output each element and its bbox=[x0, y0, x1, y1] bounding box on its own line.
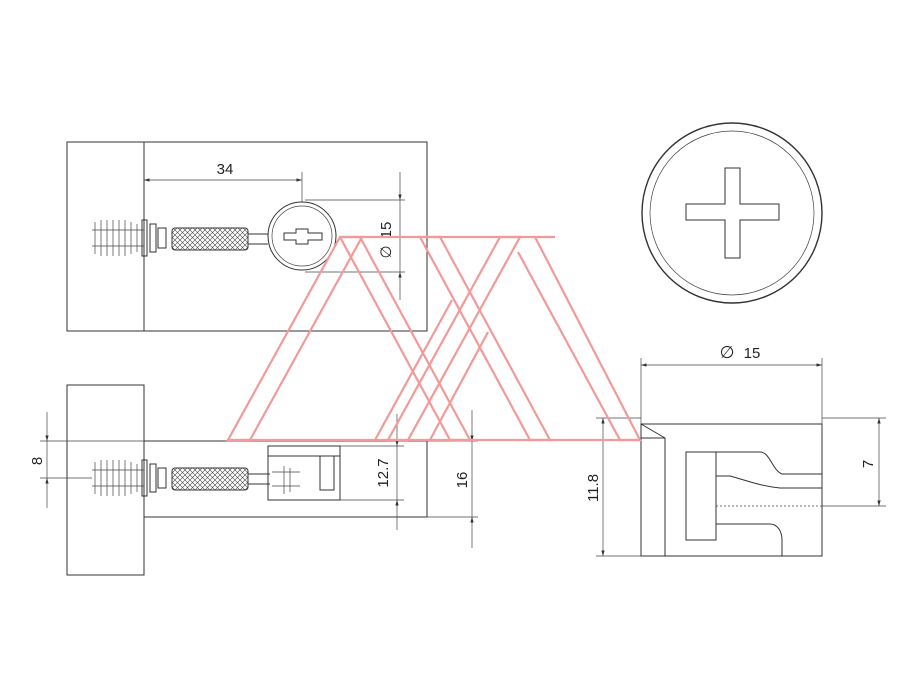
cam-side-view: ∅ 15 11.8 7 bbox=[585, 343, 886, 557]
cam-top-view bbox=[641, 122, 823, 304]
cross-slot-icon bbox=[685, 167, 780, 259]
dimension-11-8-label: 11.8 bbox=[585, 474, 602, 502]
dimension-diameter-15-cam-label: 15 bbox=[744, 345, 761, 362]
dimension-12-7-label: 12.7 bbox=[375, 458, 392, 487]
dimension-12-7: 12.7 bbox=[340, 414, 404, 530]
top-view-cam bbox=[267, 201, 337, 271]
dimension-diameter-15-cam: ∅ 15 bbox=[640, 343, 823, 424]
dimension-diameter-symbol: ∅ bbox=[378, 245, 395, 258]
dimension-7: 7 bbox=[822, 417, 886, 507]
dimension-11-8: 11.8 bbox=[585, 417, 641, 557]
top-view-screw bbox=[92, 219, 268, 257]
dimension-34-label: 34 bbox=[217, 161, 234, 178]
knurled-shaft bbox=[171, 227, 249, 251]
dimension-diameter-15-plan-label: 15 bbox=[378, 222, 395, 239]
x-logo-watermark bbox=[226, 235, 642, 442]
dimension-7-label: 7 bbox=[860, 460, 877, 468]
dimension-8-label: 8 bbox=[29, 457, 46, 465]
side-view-screw bbox=[92, 459, 270, 497]
dimension-16-label: 16 bbox=[454, 472, 471, 489]
side-view-cam bbox=[267, 445, 341, 501]
side-view: 8 12.7 16 bbox=[29, 384, 478, 576]
dimension-34: 34 bbox=[144, 161, 303, 202]
dimension-8: 8 bbox=[29, 412, 144, 508]
side-view-vertical-panel bbox=[66, 384, 145, 576]
dimension-diameter-symbol-cam: ∅ bbox=[720, 343, 735, 362]
